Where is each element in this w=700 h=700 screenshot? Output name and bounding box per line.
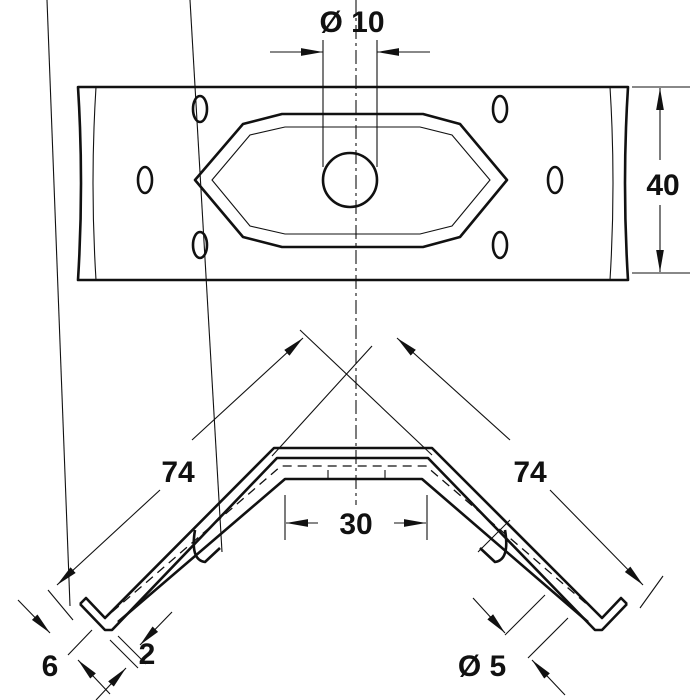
plate-bend-right	[609, 86, 614, 281]
dimension-center-width: 30	[284, 495, 428, 541]
plate-outline	[76, 85, 630, 282]
plate-bend-left	[92, 86, 97, 281]
mounting-hole	[191, 94, 209, 124]
height-label: 40	[646, 169, 679, 202]
center-hole	[321, 151, 379, 209]
dimension-right-length: 74	[396, 337, 664, 609]
dimension-height: 40	[632, 86, 690, 274]
mounting-holes	[136, 94, 564, 260]
left-length-label: 74	[161, 456, 195, 489]
thickness-label: 2	[139, 638, 156, 671]
mounting-hole	[136, 165, 154, 195]
embossed-oval-inner	[211, 126, 491, 235]
dimension-flange: 6	[17, 0, 111, 695]
mounting-hole	[491, 94, 509, 124]
dimension-left-length: 74	[47, 329, 433, 621]
dimension-hole-diameter: Ø 10	[270, 6, 430, 167]
hole-diameter-label: Ø 10	[319, 6, 384, 39]
right-length-label: 74	[513, 456, 547, 489]
wire-diameter-label: Ø 5	[458, 650, 506, 683]
mounting-hole	[546, 165, 564, 195]
dimension-wire-diameter: Ø 5	[458, 594, 569, 696]
dimension-thickness: 2	[95, 611, 173, 700]
embossed-oval-outer	[193, 112, 509, 249]
center-width-label: 30	[339, 508, 372, 541]
top-view-plate	[76, 85, 630, 282]
flange-label: 6	[42, 650, 59, 683]
bracket-outer-profile	[79, 456, 628, 632]
side-view-bracket	[79, 0, 628, 632]
mounting-hole	[191, 230, 209, 260]
mounting-hole	[491, 230, 509, 260]
